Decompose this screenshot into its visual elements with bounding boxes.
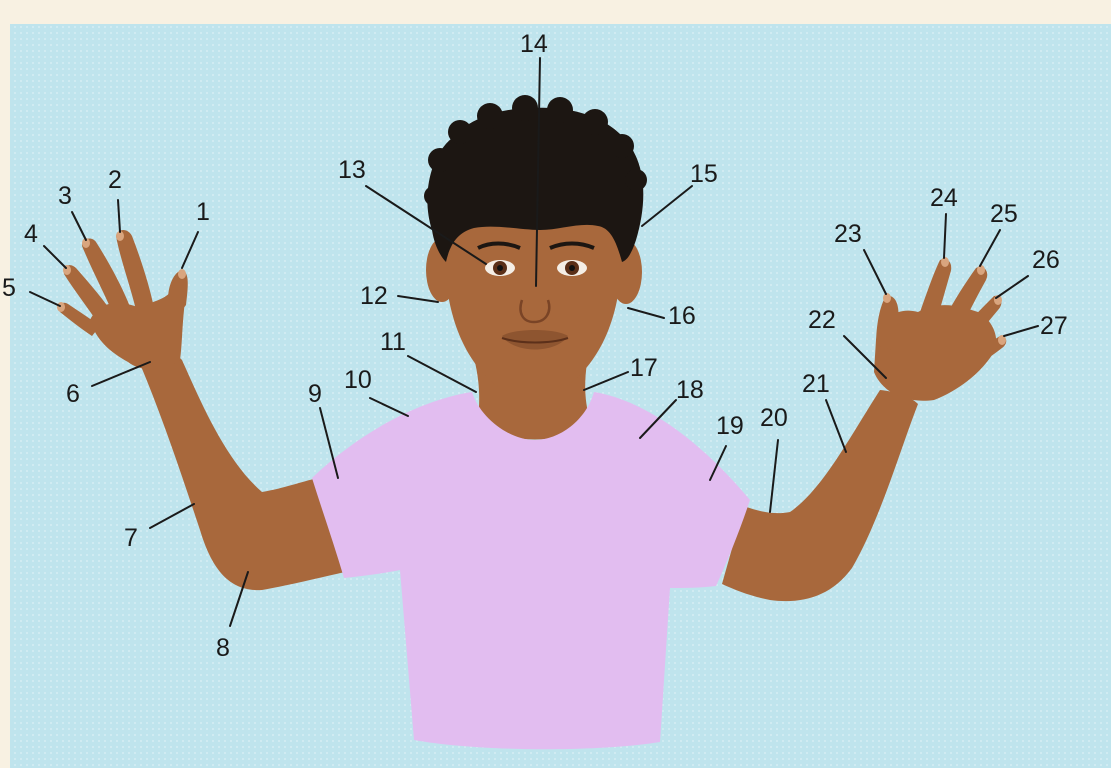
leader-5 xyxy=(29,291,61,307)
label-3: 3 xyxy=(58,182,72,210)
leader-15 xyxy=(641,185,693,227)
left-eyebrow xyxy=(477,241,521,250)
label-22: 22 xyxy=(808,306,836,334)
leader-11 xyxy=(407,355,477,393)
label-19: 19 xyxy=(716,412,744,440)
leader-27 xyxy=(1003,325,1039,337)
label-20: 20 xyxy=(760,404,788,432)
leader-21 xyxy=(825,399,847,453)
label-16: 16 xyxy=(668,302,696,330)
label-25: 25 xyxy=(990,200,1018,228)
leader-1 xyxy=(181,231,199,269)
leader-25 xyxy=(979,229,1001,267)
right-eyebrow xyxy=(549,241,595,250)
label-6: 6 xyxy=(66,380,80,408)
label-24: 24 xyxy=(930,184,958,212)
leader-7 xyxy=(149,503,195,529)
leader-17 xyxy=(583,371,629,391)
leader-24 xyxy=(943,213,947,259)
label-18: 18 xyxy=(676,376,704,404)
label-12: 12 xyxy=(360,282,388,310)
label-9: 9 xyxy=(308,380,322,408)
label-7: 7 xyxy=(124,524,138,552)
label-27: 27 xyxy=(1040,312,1068,340)
label-26: 26 xyxy=(1032,246,1060,274)
right-arm xyxy=(722,258,1007,602)
leader-3 xyxy=(71,211,87,241)
shirt xyxy=(312,392,750,750)
leader-12 xyxy=(397,295,439,303)
nose xyxy=(519,299,551,324)
leader-16 xyxy=(627,307,665,319)
label-13: 13 xyxy=(338,156,366,184)
label-2: 2 xyxy=(108,166,122,194)
leader-8 xyxy=(229,571,249,627)
label-21: 21 xyxy=(802,370,830,398)
label-8: 8 xyxy=(216,634,230,662)
leader-13 xyxy=(365,185,487,265)
number-labels: 1 2 3 4 5 6 7 8 9 10 11 12 13 14 15 16 1… xyxy=(2,30,1068,662)
label-15: 15 xyxy=(690,160,718,188)
mouth xyxy=(502,330,568,350)
label-14: 14 xyxy=(520,30,548,58)
leader-2 xyxy=(117,199,121,233)
label-10: 10 xyxy=(344,366,372,394)
left-arm xyxy=(58,230,345,591)
leader-14 xyxy=(535,57,541,287)
label-5: 5 xyxy=(2,274,16,302)
hair xyxy=(427,107,644,262)
label-17: 17 xyxy=(630,354,658,382)
label-11: 11 xyxy=(380,328,406,356)
label-1: 1 xyxy=(196,198,210,226)
left-eye xyxy=(485,260,515,276)
leader-lines xyxy=(29,57,1039,627)
lip-line xyxy=(501,337,569,344)
head xyxy=(424,95,647,395)
label-23: 23 xyxy=(834,220,862,248)
leader-10 xyxy=(369,397,409,417)
leader-23 xyxy=(863,249,887,295)
leader-19 xyxy=(709,445,727,481)
hair-texture xyxy=(424,95,647,206)
leader-18 xyxy=(639,399,677,439)
leader-4 xyxy=(43,245,67,269)
leader-6 xyxy=(91,361,151,387)
label-4: 4 xyxy=(24,220,38,248)
leader-20 xyxy=(769,439,779,513)
right-eye xyxy=(557,260,587,276)
leader-22 xyxy=(843,335,887,379)
leader-9 xyxy=(319,407,339,479)
leader-26 xyxy=(995,275,1029,299)
